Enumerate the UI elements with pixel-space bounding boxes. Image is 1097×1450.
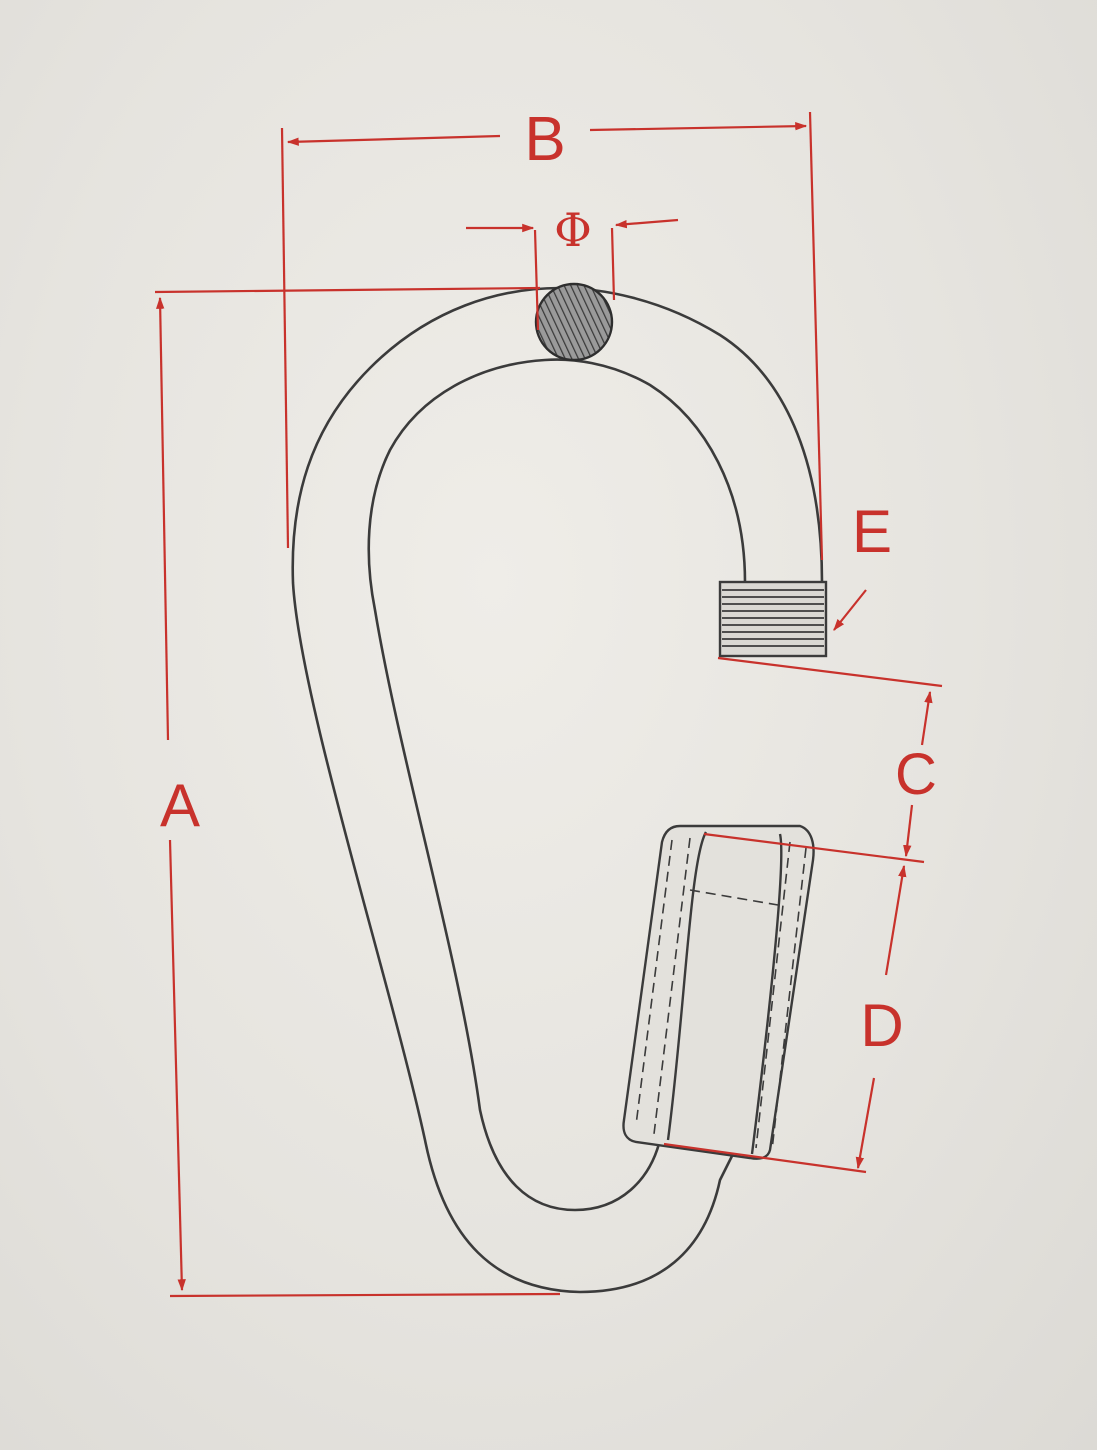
dim-c-arrow-up	[920, 690, 933, 746]
dimension-labels: A B Φ C D E	[160, 105, 937, 1059]
dim-c-extension-bottom	[703, 832, 925, 864]
label-c: C	[895, 742, 937, 807]
dim-b-arrow-right	[589, 122, 808, 132]
dim-phi-extension-left	[533, 229, 540, 331]
dimension-lines	[154, 111, 943, 1298]
wire-cross-section	[534, 282, 614, 362]
dim-d-arrow-up	[884, 864, 907, 976]
label-e: E	[852, 498, 892, 565]
dim-phi-arrow-right	[614, 218, 679, 229]
label-a: A	[160, 772, 200, 839]
dim-phi-extension-right	[610, 227, 616, 301]
dim-e-leader	[833, 589, 867, 631]
locking-sleeve	[622, 824, 815, 1160]
dim-d-extension-bottom	[663, 1142, 867, 1174]
dim-c-extension-top	[717, 656, 943, 688]
label-d: D	[860, 992, 903, 1059]
dim-b-arrow-left	[286, 134, 501, 146]
dim-b-extension-left	[280, 127, 290, 549]
dim-a-arrow-up	[155, 296, 170, 741]
dim-b-extension-right	[808, 111, 824, 561]
link-inner-outline	[367, 358, 747, 1212]
label-phi: Φ	[554, 203, 592, 257]
threaded-end	[718, 580, 828, 658]
dim-a-arrow-down	[168, 839, 186, 1292]
dim-a-extension-bottom	[169, 1292, 561, 1298]
dim-c-arrow-down	[903, 804, 914, 858]
dim-d-arrow-down	[855, 1077, 876, 1170]
dim-a-extension-top	[154, 286, 541, 294]
label-b: B	[524, 105, 565, 174]
link-outer-outline	[291, 286, 824, 1294]
